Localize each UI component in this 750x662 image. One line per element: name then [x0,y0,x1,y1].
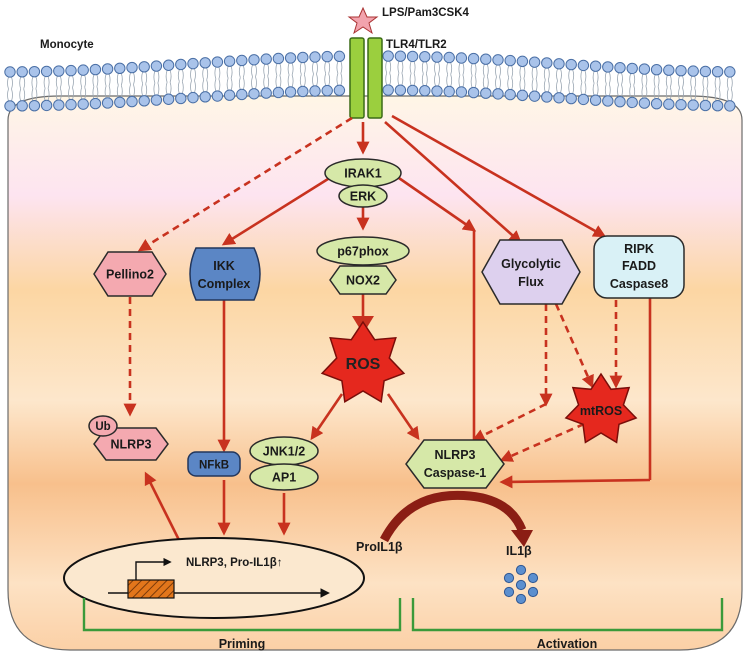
svg-text:Caspase8: Caspase8 [610,277,668,291]
pellino2-node: Pellino2 [93,251,167,297]
irak1-node: IRAK1 [324,158,402,188]
svg-text:IKK: IKK [213,259,235,273]
jnk-node: JNK1/2 [249,436,319,466]
cell-membrane [4,50,736,112]
ligand-star-icon [347,6,379,35]
nfkb-node: NFkB [187,451,241,477]
receptor-label: TLR4/TLR2 [386,39,447,51]
p67phox-node: p67phox [316,236,410,266]
svg-text:NFkB: NFkB [199,460,229,472]
ap1-node: AP1 [249,463,319,491]
nucleus: NLRP3, Pro-IL1β↑ [63,537,365,619]
activation-bracket [411,598,724,632]
svg-text:ROS: ROS [346,356,381,373]
ros-node: ROS [320,320,406,404]
svg-text:NOX2: NOX2 [346,274,380,288]
nox2-node: NOX2 [329,265,397,295]
il1b-label: IL1β [506,544,532,558]
svg-text:RIPK: RIPK [624,242,654,256]
svg-text:p67phox: p67phox [337,245,388,259]
priming-label: Priming [219,637,266,651]
svg-text:IRAK1: IRAK1 [344,167,382,181]
svg-text:NLRP3: NLRP3 [111,438,152,452]
nlrp3-caspase1-node: NLRP3 Caspase-1 [405,439,505,489]
gene-expression-label: NLRP3, Pro-IL1β↑ [186,557,282,569]
svg-text:NLRP3: NLRP3 [435,448,476,462]
mtros-node: mtROS [564,372,638,444]
priming-bracket [82,598,402,632]
svg-text:Caspase-1: Caspase-1 [424,466,487,480]
nlrp3-ub-node: NLRP3 Ub [88,415,169,461]
tlr-receptor [349,37,383,119]
activation-label: Activation [537,637,597,651]
glycolytic-flux-node: Glycolytic Flux [481,239,581,305]
svg-text:ERK: ERK [350,190,376,204]
gene-box [127,579,175,599]
cleavage-arrow [380,490,533,547]
svg-text:Complex: Complex [198,277,251,291]
svg-text:Ub: Ub [95,421,110,433]
svg-text:Flux: Flux [518,275,544,289]
ripk-fadd-caspase8-node: RIPK FADD Caspase8 [593,235,685,299]
proil1b-label: ProIL1β [356,540,403,554]
il1b-cytokines [503,564,539,605]
pathway-arrows [123,114,652,559]
svg-text:JNK1/2: JNK1/2 [263,445,305,459]
svg-text:mtROS: mtROS [580,404,622,418]
ubiquitin-tag [88,415,118,437]
erk-node: ERK [338,184,388,208]
svg-text:Glycolytic: Glycolytic [501,257,561,271]
svg-text:AP1: AP1 [272,471,296,485]
cell-label: Monocyte [40,39,94,51]
svg-text:FADD: FADD [622,259,656,273]
ikk-complex-node: IKK Complex [189,247,261,301]
ligand-label: LPS/Pam3CSK4 [382,7,470,19]
svg-text:Pellino2: Pellino2 [106,268,154,282]
